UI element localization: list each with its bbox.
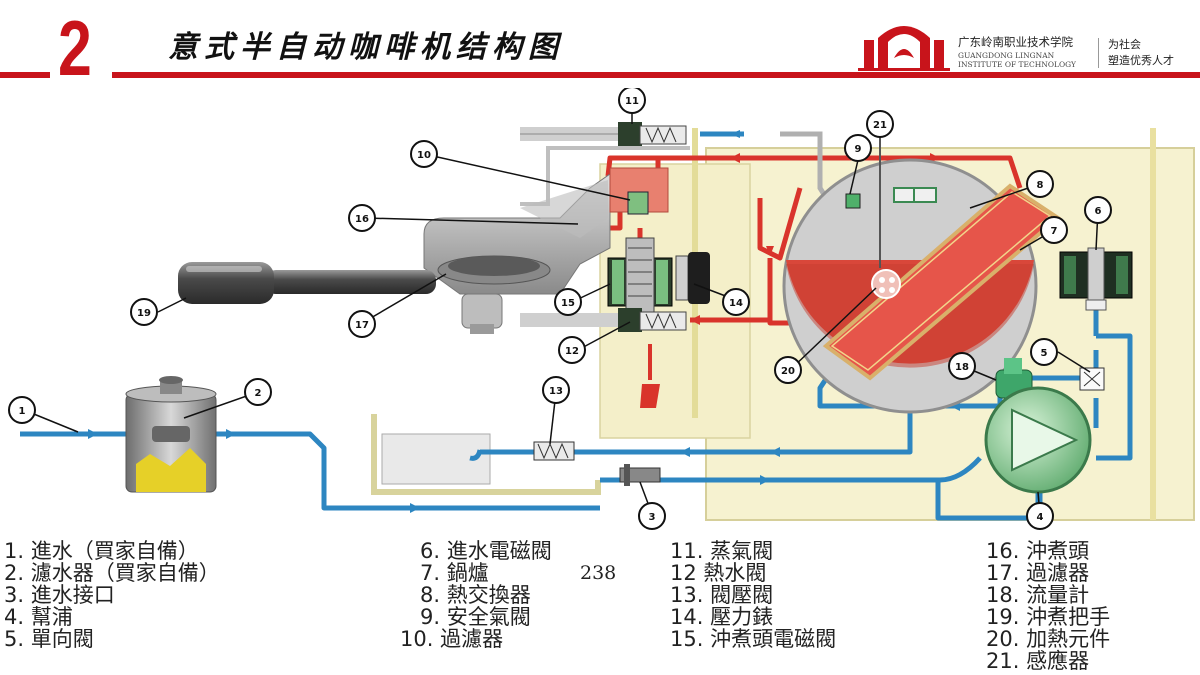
svg-text:7: 7 — [1051, 226, 1058, 237]
slide-header: 2 意式半自动咖啡机结构图 广东岭南职业技术学院 GUANGDONG LINGN… — [0, 0, 1200, 90]
callout-leaders — [23, 108, 1099, 517]
steam-valve — [520, 122, 687, 146]
parts-legend: 1. 進水（買家自備） 2. 濾水器（買家自備） 3. 進水接口 4. 幫浦 5… — [0, 536, 1200, 675]
callout-21: 21 — [866, 110, 894, 138]
svg-text:1: 1 — [19, 406, 26, 417]
svg-text:19: 19 — [137, 308, 151, 319]
header-rule-left — [0, 72, 50, 78]
pump — [984, 386, 1092, 494]
svg-text:8: 8 — [1037, 180, 1044, 191]
legend-item-19: 19. 沖煮把手 — [986, 605, 1111, 629]
legend-item-13: 13. 閥壓閥 — [670, 583, 774, 607]
legend-item-4: 4. 幫浦 — [4, 605, 73, 629]
callout-15: 15 — [554, 288, 582, 316]
legend-item-21: 21. 感應器 — [986, 649, 1090, 673]
legend-item-20: 20. 加熱元件 — [986, 627, 1111, 651]
page-title: 意式半自动咖啡机结构图 — [168, 30, 564, 65]
callout-9: 9 — [844, 134, 872, 162]
drip-tray — [371, 414, 601, 495]
boiler — [782, 130, 1062, 414]
header-rule-right — [112, 72, 1200, 78]
callout-5: 5 — [1030, 338, 1058, 366]
page-number: 238 — [580, 562, 617, 584]
slogan-line1: 为社会 — [1108, 38, 1141, 51]
svg-text:11: 11 — [625, 96, 639, 107]
legend-item-6: 6. 進水電磁閥 — [420, 539, 552, 563]
svg-text:3: 3 — [649, 512, 656, 523]
svg-text:6: 6 — [1095, 206, 1102, 217]
portafilter-handle — [178, 262, 436, 304]
legend-item-14: 14. 壓力錶 — [670, 605, 774, 629]
callout-16: 16 — [348, 204, 376, 232]
callout-17: 17 — [348, 310, 376, 338]
legend-item-17: 17. 過濾器 — [986, 561, 1090, 585]
legend-item-2: 2. 濾水器（買家自備） — [4, 561, 220, 585]
legend-item-7: 7. 鍋爐 — [420, 561, 489, 585]
svg-text:5: 5 — [1041, 348, 1048, 359]
svg-text:13: 13 — [549, 386, 563, 397]
svg-text:18: 18 — [955, 362, 969, 373]
legend-item-5: 5. 單向閥 — [4, 627, 94, 651]
expansion-valve — [533, 441, 575, 461]
pressure-gauge — [675, 252, 710, 304]
callout-3: 3 — [638, 502, 666, 530]
callout-14: 14 — [722, 288, 750, 316]
school-emblem-icon — [858, 26, 950, 71]
svg-text:20: 20 — [781, 366, 795, 377]
school-name-en-line1: GUANGDONG LINGNAN — [958, 51, 1055, 60]
school-name: 广东岭南职业技术学院 — [958, 35, 1073, 49]
legend-item-16: 16. 沖煮頭 — [986, 539, 1090, 563]
callout-7: 7 — [1040, 216, 1068, 244]
callout-2: 2 — [244, 378, 272, 406]
callout-10: 10 — [410, 140, 438, 168]
steam-wand-tip — [640, 384, 660, 408]
legend-item-9: 9. 安全氣閥 — [420, 605, 531, 629]
brew-solenoid-valve — [607, 237, 673, 315]
svg-text:9: 9 — [855, 144, 862, 155]
inlet-solenoid-valve — [1059, 247, 1133, 311]
slide-number: 2 — [58, 4, 92, 92]
callout-12: 12 — [558, 336, 586, 364]
hot-water-valve — [520, 308, 687, 332]
legend-item-12: 12 熱水閥 — [670, 561, 767, 585]
callout-markers: 1 2 3 4 5 6 7 8 9 10 11 12 13 14 15 16 1… — [8, 88, 1112, 530]
legend-item-8: 8. 熱交換器 — [420, 583, 531, 607]
callout-19: 19 — [130, 298, 158, 326]
school-name-en-line2: INSTITUTE OF TECHNOLOGY — [958, 60, 1076, 69]
school-logo: 广东岭南职业技术学院 GUANGDONG LINGNAN INSTITUTE O… — [858, 18, 1198, 72]
slogan-line2: 塑造优秀人才 — [1108, 54, 1174, 67]
logo-divider — [1098, 38, 1099, 68]
legend-item-10: 10. 過濾器 — [400, 627, 504, 651]
legend-item-11: 11. 蒸氣閥 — [670, 539, 774, 563]
callout-8: 8 — [1026, 170, 1054, 198]
legend-item-1: 1. 進水（買家自備） — [4, 539, 199, 563]
flow-arrows-blue — [88, 130, 1010, 513]
heating-element — [871, 269, 901, 299]
callout-11: 11 — [618, 88, 646, 114]
callout-20: 20 — [774, 356, 802, 384]
espresso-machine-diagram: 1 2 3 4 5 6 7 8 9 10 11 12 13 14 15 16 1… — [8, 88, 1195, 530]
svg-text:15: 15 — [561, 298, 575, 309]
callout-4: 4 — [1026, 502, 1054, 530]
water-filter — [125, 376, 217, 493]
legend-item-18: 18. 流量計 — [986, 583, 1090, 607]
legend-item-15: 15. 沖煮頭電磁閥 — [670, 627, 837, 651]
svg-text:17: 17 — [355, 320, 369, 331]
svg-text:12: 12 — [565, 346, 579, 357]
svg-text:10: 10 — [417, 150, 431, 161]
svg-text:14: 14 — [729, 298, 743, 309]
callout-13: 13 — [542, 376, 570, 404]
callout-18: 18 — [948, 352, 976, 380]
callout-6: 6 — [1084, 196, 1112, 224]
svg-text:21: 21 — [873, 120, 887, 131]
svg-text:4: 4 — [1037, 512, 1044, 523]
legend-item-3: 3. 進水接口 — [4, 583, 115, 607]
svg-text:2: 2 — [255, 388, 262, 399]
svg-text:16: 16 — [355, 214, 369, 225]
callout-1: 1 — [8, 396, 36, 424]
